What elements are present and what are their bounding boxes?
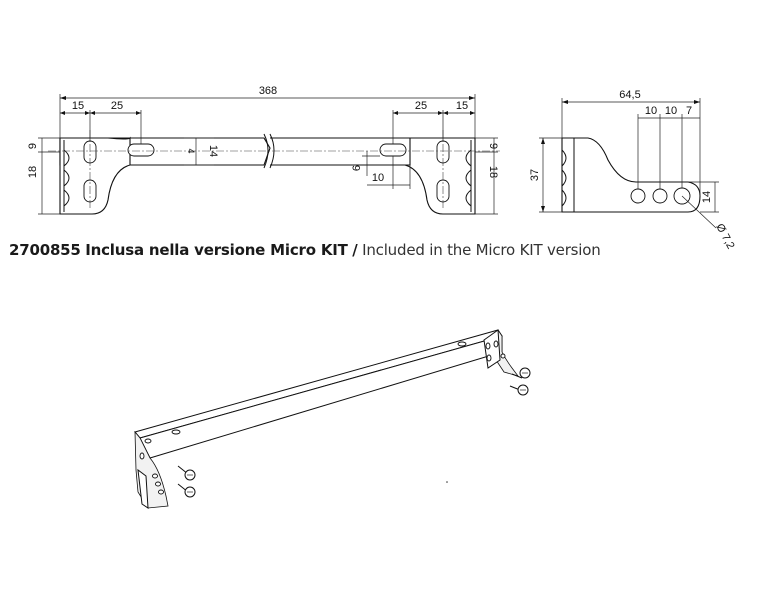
caption: 2700855 Inclusa nella versione Micro KIT… <box>9 241 749 259</box>
side-notches <box>561 149 567 207</box>
dim-9-left-label: 9 <box>27 143 39 149</box>
dim-side-14-label: 14 <box>701 191 713 203</box>
side-hole-2 <box>652 188 668 204</box>
isometric-view <box>134 329 531 509</box>
iso-screw-left-lower <box>177 483 196 498</box>
front-bracket-left <box>59 136 131 215</box>
right-end-notches <box>465 140 472 212</box>
dim-18-left-label: 18 <box>27 166 39 178</box>
iso-left-hole-1 <box>152 473 158 479</box>
iso-screw-right-lower <box>509 384 529 396</box>
iso-left-slot <box>144 438 152 444</box>
dim-18-right-label: 18 <box>487 166 499 178</box>
iso-right-bracket <box>493 329 520 377</box>
dim-7-label: 7 <box>686 105 692 117</box>
front-bracket-middle-right <box>270 137 410 166</box>
dim-14-label: 14 <box>207 145 219 157</box>
dim-10a-label: 10 <box>645 105 657 117</box>
iso-right-hole-3 <box>500 353 506 359</box>
iso-right-hole-2 <box>486 354 492 362</box>
dim-25-left-label: 25 <box>111 100 123 112</box>
dim-9-right-label: 9 <box>487 143 499 149</box>
iso-left-slot-2 <box>171 429 181 435</box>
iso-left-hole-3 <box>158 489 164 495</box>
side-view: 64,5 10 10 7 37 14 Ø 7,2 <box>529 89 737 251</box>
dim-64-label: 64,5 <box>619 89 640 101</box>
iso-beam-top <box>134 329 503 439</box>
caption-italian: Inclusa nella versione Micro KIT <box>85 241 348 259</box>
slot-left-horizontal <box>127 143 155 157</box>
dim-15-right-label: 15 <box>456 100 468 112</box>
dim-6-label: 6 <box>351 165 363 171</box>
dim-368-label: 368 <box>259 85 277 97</box>
dim-10-label: 10 <box>372 172 384 184</box>
front-break-left <box>263 133 269 169</box>
dim-4-label: 4 <box>186 148 196 153</box>
side-hole-1 <box>630 188 646 204</box>
front-view: 368 15 25 25 15 9 18 9 18 14 <box>27 85 500 215</box>
dim-10b-label: 10 <box>665 105 677 117</box>
iso-screw-left-upper <box>177 465 196 481</box>
left-end-notches <box>63 140 70 212</box>
caption-separator: / <box>352 241 358 259</box>
iso-dot <box>446 481 448 483</box>
dim-25-right-label: 25 <box>415 100 427 112</box>
slot-right-horizontal <box>379 143 407 157</box>
iso-right-slot <box>457 341 467 347</box>
iso-left-slot-3 <box>139 452 145 460</box>
iso-right-slot-2 <box>493 340 499 348</box>
caption-code: 2700855 <box>9 241 81 259</box>
dim-15-left-label: 15 <box>72 100 84 112</box>
iso-left-hole-2 <box>155 481 161 487</box>
dim-37-label: 37 <box>529 169 541 181</box>
caption-english: Included in the Micro KIT version <box>362 241 601 259</box>
iso-right-hole-1 <box>485 342 491 350</box>
iso-left-flange <box>137 468 149 509</box>
dim-diameter-leader <box>681 195 717 229</box>
iso-beam-face <box>139 335 503 459</box>
iso-screw-right-upper <box>511 367 531 379</box>
